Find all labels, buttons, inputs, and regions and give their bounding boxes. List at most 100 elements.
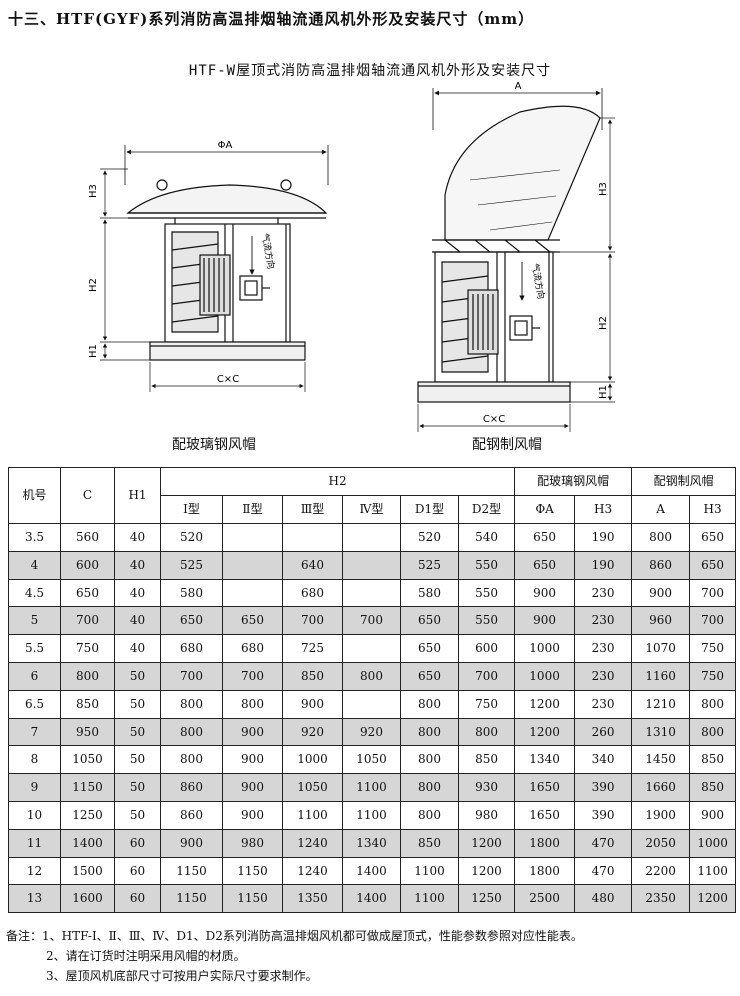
table-cell: 1160	[631, 661, 691, 691]
table-cell: 640	[282, 550, 343, 580]
header-c: C	[60, 467, 115, 524]
table-cell: 1900	[631, 800, 691, 830]
table-cell: 230	[574, 634, 633, 663]
table-cell: 5	[8, 606, 61, 636]
table-cell: 1100	[400, 856, 459, 886]
table-cell: 650	[160, 606, 223, 636]
table-cell	[342, 689, 401, 719]
table-cell: 60	[114, 884, 161, 914]
table-cell: 190	[574, 550, 633, 580]
table-cell: 7	[8, 717, 61, 747]
steel-airflow-label: 气流方向	[529, 262, 547, 300]
table-cell: 900	[631, 578, 691, 608]
table-cell: 340	[574, 745, 633, 775]
frp-airflow-label: 气流方向	[259, 232, 277, 270]
table-cell: 1240	[282, 828, 343, 858]
frp-dim-h3: H3	[88, 184, 99, 198]
table-cell: 900	[222, 773, 283, 802]
table-cell	[342, 523, 401, 552]
table-cell: 900	[222, 800, 283, 830]
steel-dim-h3: H3	[598, 182, 609, 196]
table-cell: 520	[400, 523, 459, 552]
table-cell	[222, 523, 283, 552]
header-h1: H1	[114, 467, 161, 524]
table-cell: 230	[574, 661, 633, 691]
table-cell: 2350	[631, 884, 691, 914]
table-cell: 1250	[457, 884, 516, 914]
table-cell: 800	[342, 661, 401, 691]
frp-cap-caption: 配玻璃钢风帽	[172, 437, 256, 453]
header-phi-a: ΦA	[514, 495, 576, 524]
table-cell: 700	[689, 578, 737, 608]
table-cell: 1600	[60, 884, 115, 914]
header-d1: D1型	[400, 495, 459, 524]
table-cell: 600	[457, 634, 516, 663]
table-cell: 900	[514, 578, 576, 608]
table-cell: 480	[574, 884, 633, 914]
table-cell: 50	[114, 773, 161, 802]
note-1: 备注：1、HTF-Ⅰ、Ⅱ、Ⅲ、Ⅳ、D1、D2系列消防高温排烟风机都可做成屋顶式，…	[6, 929, 583, 943]
table-cell: 930	[457, 773, 516, 802]
steel-dim-cxc: C×C	[483, 414, 505, 425]
header-type4: Ⅳ型	[342, 495, 401, 524]
table-cell: 750	[60, 634, 115, 663]
table-cell: 650	[60, 578, 115, 608]
steel-dim-a: A	[515, 81, 522, 92]
table-cell: 850	[282, 661, 343, 691]
table-cell: 800	[400, 800, 459, 830]
table-cell: 525	[160, 550, 223, 580]
table-cell: 1660	[631, 773, 691, 802]
dimension-table: 机号 C H1 H2 配玻璃钢风帽 配钢制风帽 Ⅰ型 Ⅱ型 Ⅲ型 Ⅳ型 D1型 …	[8, 467, 737, 914]
table-cell: 550	[457, 606, 516, 636]
table-cell: 390	[574, 800, 633, 830]
header-steel-cap: 配钢制风帽	[631, 467, 737, 496]
table-cell: 900	[160, 828, 223, 858]
table-cell: 1050	[342, 745, 401, 775]
header-steel-h3: H3	[689, 495, 737, 524]
table-cell: 1000	[282, 745, 343, 775]
table-cell: 4.5	[8, 578, 61, 608]
table-cell: 560	[60, 523, 115, 552]
table-cell: 725	[282, 634, 343, 663]
table-cell: 5.5	[8, 634, 61, 663]
table-cell: 60	[114, 828, 161, 858]
table-cell: 800	[400, 745, 459, 775]
table-cell: 800	[160, 745, 223, 775]
table-cell: 850	[60, 689, 115, 719]
table-cell: 1200	[514, 689, 576, 719]
table-cell: 2050	[631, 828, 691, 858]
table-cell	[222, 578, 283, 608]
table-cell	[342, 578, 401, 608]
table-cell: 850	[689, 745, 737, 775]
table-cell: 900	[689, 800, 737, 830]
table-cell: 800	[400, 717, 459, 747]
table-cell: 800	[457, 717, 516, 747]
table-cell: 900	[514, 606, 576, 636]
table-cell: 980	[457, 800, 516, 830]
table-cell: 680	[282, 578, 343, 608]
table-cell: 1650	[514, 773, 576, 802]
table-cell: 650	[400, 634, 459, 663]
table-cell: 1150	[160, 884, 223, 914]
table-cell: 40	[114, 606, 161, 636]
table-cell: 1150	[222, 884, 283, 914]
table-cell: 850	[400, 828, 459, 858]
steel-cap-caption: 配钢制风帽	[472, 437, 542, 453]
table-cell: 50	[114, 717, 161, 747]
table-cell: 980	[222, 828, 283, 858]
table-cell: 1250	[60, 800, 115, 830]
steel-dim-h1: H1	[598, 385, 609, 399]
table-cell: 1150	[160, 856, 223, 886]
frp-dim-phi-a: ΦA	[218, 140, 233, 151]
table-cell: 1200	[514, 717, 576, 747]
table-cell: 650	[400, 661, 459, 691]
table-cell: 1310	[631, 717, 691, 747]
